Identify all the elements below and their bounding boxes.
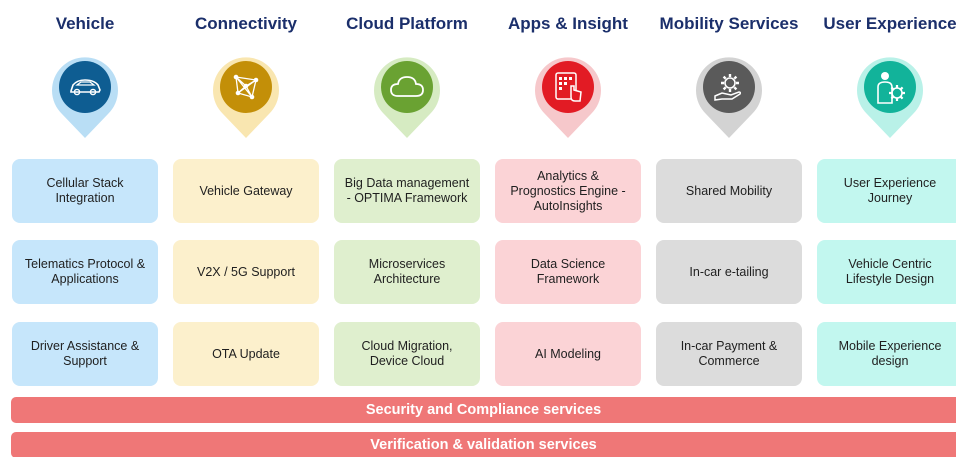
column-title-user-experience: User Experience: [823, 14, 956, 33]
service-card-user-experience: Vehicle Centric Lifestyle Design: [817, 240, 956, 304]
column-title-apps-insight: Apps & Insight: [508, 14, 628, 33]
service-card-vehicle: Telematics Protocol & Applications: [12, 240, 158, 304]
service-card-label: Microservices Architecture: [368, 257, 446, 286]
pin-marker-shape: [374, 57, 440, 139]
service-card-vehicle: Cellular Stack Integration: [12, 159, 158, 223]
service-card-label: In-car Payment & Commerce: [680, 339, 778, 368]
car-icon: [48, 50, 122, 124]
service-card-apps-insight: Data Science Framework: [495, 240, 641, 304]
pin-marker-shape: [857, 57, 923, 139]
service-card-user-experience: Mobile Experience design: [817, 322, 956, 386]
service-card-apps-insight: AI Modeling: [495, 322, 641, 386]
service-card-label: Driver Assistance & Support: [30, 339, 140, 368]
service-card-label: Analytics & Prognostics Engine - AutoIns…: [510, 168, 626, 213]
network-icon: [209, 50, 283, 124]
service-card-label: Telematics Protocol & Applications: [24, 257, 146, 286]
tablet-touch-icon: [531, 50, 605, 124]
service-card-apps-insight: Analytics & Prognostics Engine - AutoIns…: [495, 159, 641, 223]
service-card-mobility-services: In-car e-tailing: [656, 240, 802, 304]
service-card-label: Vehicle Centric Lifestyle Design: [845, 257, 935, 286]
user-gear-icon: [853, 50, 927, 124]
pin-marker-shape: [535, 57, 601, 139]
service-card-vehicle: Driver Assistance & Support: [12, 322, 158, 386]
service-card-label: Big Data management - OPTIMA Framework: [344, 176, 470, 205]
column-title-connectivity: Connectivity: [194, 14, 298, 33]
service-card-cloud-platform: Cloud Migration, Device Cloud: [334, 322, 480, 386]
service-card-cloud-platform: Big Data management - OPTIMA Framework: [334, 159, 480, 223]
service-card-mobility-services: Shared Mobility: [656, 159, 802, 223]
column-pin-mobility-services: [692, 50, 766, 140]
service-card-label: OTA Update: [212, 346, 280, 361]
service-card-label: AI Modeling: [534, 346, 601, 361]
service-card-label: Mobile Experience design: [838, 339, 942, 368]
gear-hand-icon: [692, 50, 766, 124]
column-pin-user-experience: [853, 50, 927, 140]
cloud-icon: [370, 50, 444, 124]
column-title-cloud-platform: Cloud Platform: [346, 14, 468, 33]
service-card-connectivity: Vehicle Gateway: [173, 159, 319, 223]
service-card-label: Data Science Framework: [530, 257, 606, 286]
service-card-user-experience: User Experience Journey: [817, 159, 956, 223]
service-card-label: User Experience Journey: [843, 176, 937, 205]
pin-marker-shape: [52, 57, 118, 139]
service-card-label: Vehicle Gateway: [199, 183, 293, 198]
service-card-mobility-services: In-car Payment & Commerce: [656, 322, 802, 386]
verification-validation-band: Verification & validation services: [11, 432, 956, 457]
service-card-label: Cloud Migration, Device Cloud: [361, 339, 453, 368]
service-card-connectivity: OTA Update: [173, 322, 319, 386]
column-pin-apps-insight: [531, 50, 605, 140]
column-pin-cloud-platform: [370, 50, 444, 140]
column-pin-vehicle: [48, 50, 122, 140]
column-pin-connectivity: [209, 50, 283, 140]
column-title-mobility-services: Mobility Services: [659, 14, 799, 33]
security-compliance-band: Security and Compliance services: [11, 397, 956, 423]
service-card-label: In-car e-tailing: [689, 264, 769, 279]
column-title-vehicle: Vehicle: [55, 14, 115, 33]
service-card-label: Shared Mobility: [685, 183, 773, 198]
service-card-label: V2X / 5G Support: [197, 264, 295, 279]
service-card-cloud-platform: Microservices Architecture: [334, 240, 480, 304]
service-card-label: Cellular Stack Integration: [46, 176, 124, 205]
service-card-connectivity: V2X / 5G Support: [173, 240, 319, 304]
